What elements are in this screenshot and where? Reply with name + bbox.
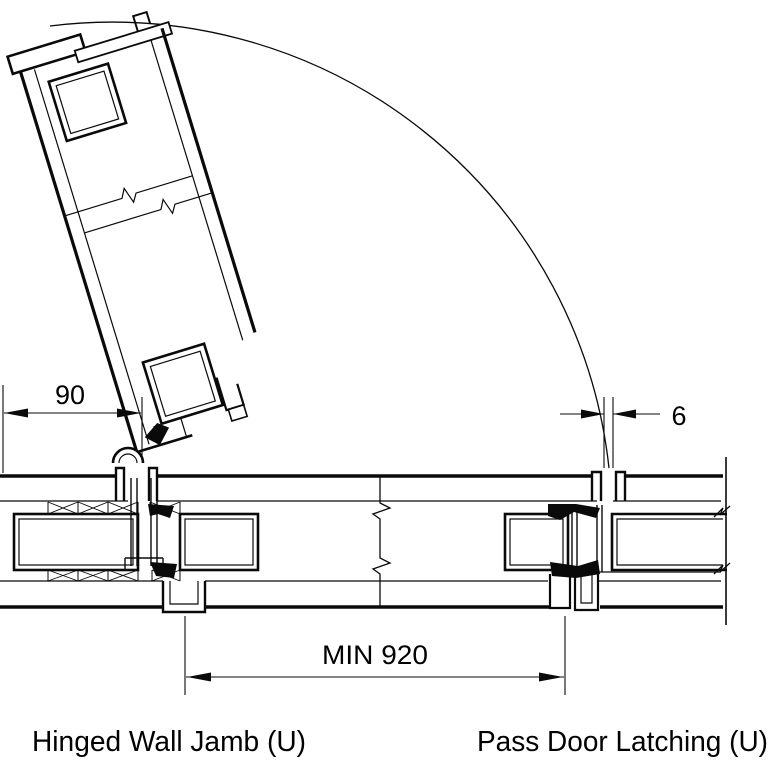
door-bottom-stile-profile xyxy=(141,342,225,426)
dimension-90: 90 xyxy=(2,380,143,473)
pass-door-latch-stile xyxy=(503,512,570,572)
hinge-jamb-bottom-channel-inner xyxy=(169,581,199,605)
dimension-6: 6 xyxy=(560,397,687,468)
hinge-knuckle xyxy=(111,446,145,464)
latch-jamb-seal-top xyxy=(548,504,600,520)
latch-jamb-seal-bottom xyxy=(550,560,600,578)
dim6-arrow-left xyxy=(581,409,604,419)
door-top-stile-profile xyxy=(47,62,128,143)
latch-jamb-bottom-channel-right xyxy=(573,572,600,612)
caption-pass-door-latching: Pass Door Latching (U) xyxy=(477,726,768,758)
right-wall-core-inner xyxy=(616,518,723,566)
latch-jamb-post xyxy=(571,505,603,572)
dim6-value: 6 xyxy=(671,401,686,431)
door-bottom-seal xyxy=(144,422,170,446)
door-swing-arc xyxy=(49,21,610,469)
hinge-knuckle-inner xyxy=(118,453,138,464)
right-wall-core xyxy=(610,512,727,572)
hatch-left-bottom xyxy=(47,569,139,582)
latch-jamb-bottom-channel-inner xyxy=(580,572,593,604)
hatch-left-top xyxy=(47,501,139,515)
left-wall-core-inner xyxy=(18,518,134,566)
door-face-outer xyxy=(18,71,139,453)
door-top-stile-inner xyxy=(55,70,120,135)
door-face-outer-inner-line xyxy=(33,69,150,445)
right-wall-break-top xyxy=(713,505,731,518)
door-top-cap xyxy=(5,32,88,76)
latch-jamb-top-channel xyxy=(590,470,627,501)
door-break-line-upper xyxy=(64,175,193,217)
hinge-jamb-bottom-channel xyxy=(161,581,207,614)
latch-jamb-bottom-channel-left xyxy=(548,574,572,610)
captions: Hinged Wall Jamb (U) Pass Door Latching … xyxy=(32,726,768,758)
right-wall-break-bottom xyxy=(713,562,731,575)
dim90-value: 90 xyxy=(55,380,85,410)
dim6-arrow-right xyxy=(613,409,636,419)
left-wall-core xyxy=(12,512,140,572)
dim920-arrow-left xyxy=(187,672,211,682)
pass-door-hinge-stile xyxy=(178,512,260,572)
wall-plan-section xyxy=(0,457,731,625)
pass-door-hinge-stile-inner xyxy=(184,518,254,566)
hinge-jamb-seal-bottom xyxy=(150,562,177,578)
door-top-rail xyxy=(73,21,174,64)
door-bottom-astragal-end xyxy=(227,403,249,423)
caption-hinged-wall-jamb: Hinged Wall Jamb (U) xyxy=(32,726,306,758)
dim920-value: MIN 920 xyxy=(322,640,428,670)
open-door-panel xyxy=(5,10,257,454)
door-face-inner xyxy=(160,27,257,333)
door-bottom-stile-inner xyxy=(149,350,217,417)
dim90-arrow-left xyxy=(4,408,28,418)
hinge-knuckle-outer xyxy=(111,446,145,464)
dim90-arrow-right xyxy=(117,408,141,418)
hinge-jamb-post xyxy=(124,478,164,570)
hinge-jamb-seal-top xyxy=(148,504,174,518)
dim920-arrow-right xyxy=(539,672,563,682)
door-astragal-hook xyxy=(131,10,152,32)
door-bottom-rail-line xyxy=(180,417,188,438)
hatch-jamb-bottom xyxy=(151,569,181,582)
door-bottom-rail xyxy=(136,433,193,454)
pass-door-latch-stile-inner xyxy=(509,518,564,566)
door-face-inner-inner-line xyxy=(150,39,244,341)
dimension-min-920: MIN 920 xyxy=(184,616,566,695)
hatch-jamb-top xyxy=(149,501,181,515)
door-break-line-lower xyxy=(84,192,213,234)
panel-break-line xyxy=(371,476,392,607)
